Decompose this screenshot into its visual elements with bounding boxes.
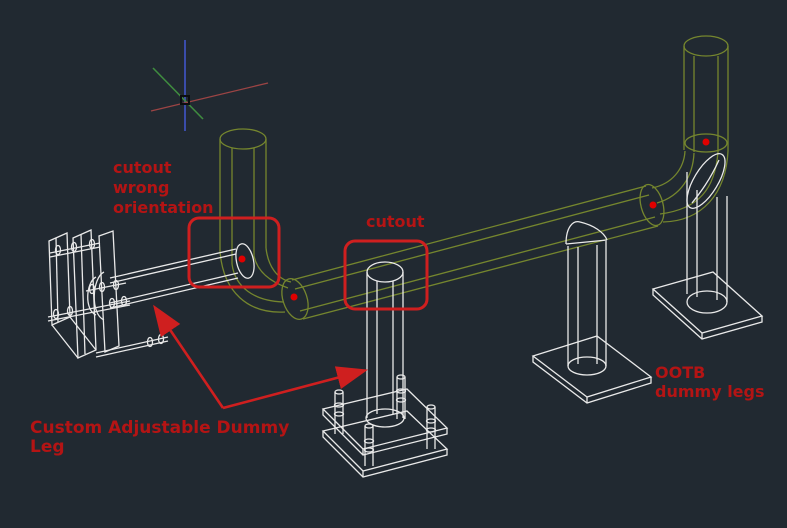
label-cutout-wrong-line3[interactable]: orientation (113, 198, 214, 217)
y-axis-line (152, 67, 204, 120)
highlight-box-cutout[interactable] (343, 239, 429, 311)
label-custom-line2[interactable]: Leg (30, 437, 65, 457)
label-cutout-wrong-line2[interactable]: wrong (113, 178, 170, 197)
label-custom-line1[interactable]: Custom Adjustable Dummy (30, 418, 289, 438)
ootb-dummy-leg-left[interactable] (531, 221, 653, 404)
pipe-run[interactable] (219, 35, 729, 323)
middle-dummy-leg[interactable] (321, 261, 449, 478)
label-cutout[interactable]: cutout (366, 212, 425, 231)
arrow-to-middle-leg[interactable] (222, 366, 369, 410)
ucs-axis-icon[interactable] (150, 40, 269, 131)
label-ootb-line1[interactable]: OOTB (655, 363, 705, 382)
ootb-dummy-leg-right[interactable] (651, 148, 764, 340)
highlight-box-cutout-wrong-orientation[interactable] (187, 216, 281, 289)
custom-adjustable-dummy-leg[interactable] (47, 229, 257, 359)
leader-arrows[interactable] (153, 304, 369, 410)
label-cutout-wrong-line1[interactable]: cutout (113, 158, 172, 177)
label-ootb-line2[interactable]: dummy legs (655, 382, 765, 401)
annotation-labels: cutout wrong orientation cutout OOTB dum… (30, 158, 765, 457)
weld-point-markers (238, 138, 710, 301)
x-axis-line (150, 82, 269, 112)
arrow-to-custom-leg[interactable] (153, 304, 225, 409)
pickbox-cursor-icon (180, 95, 190, 105)
